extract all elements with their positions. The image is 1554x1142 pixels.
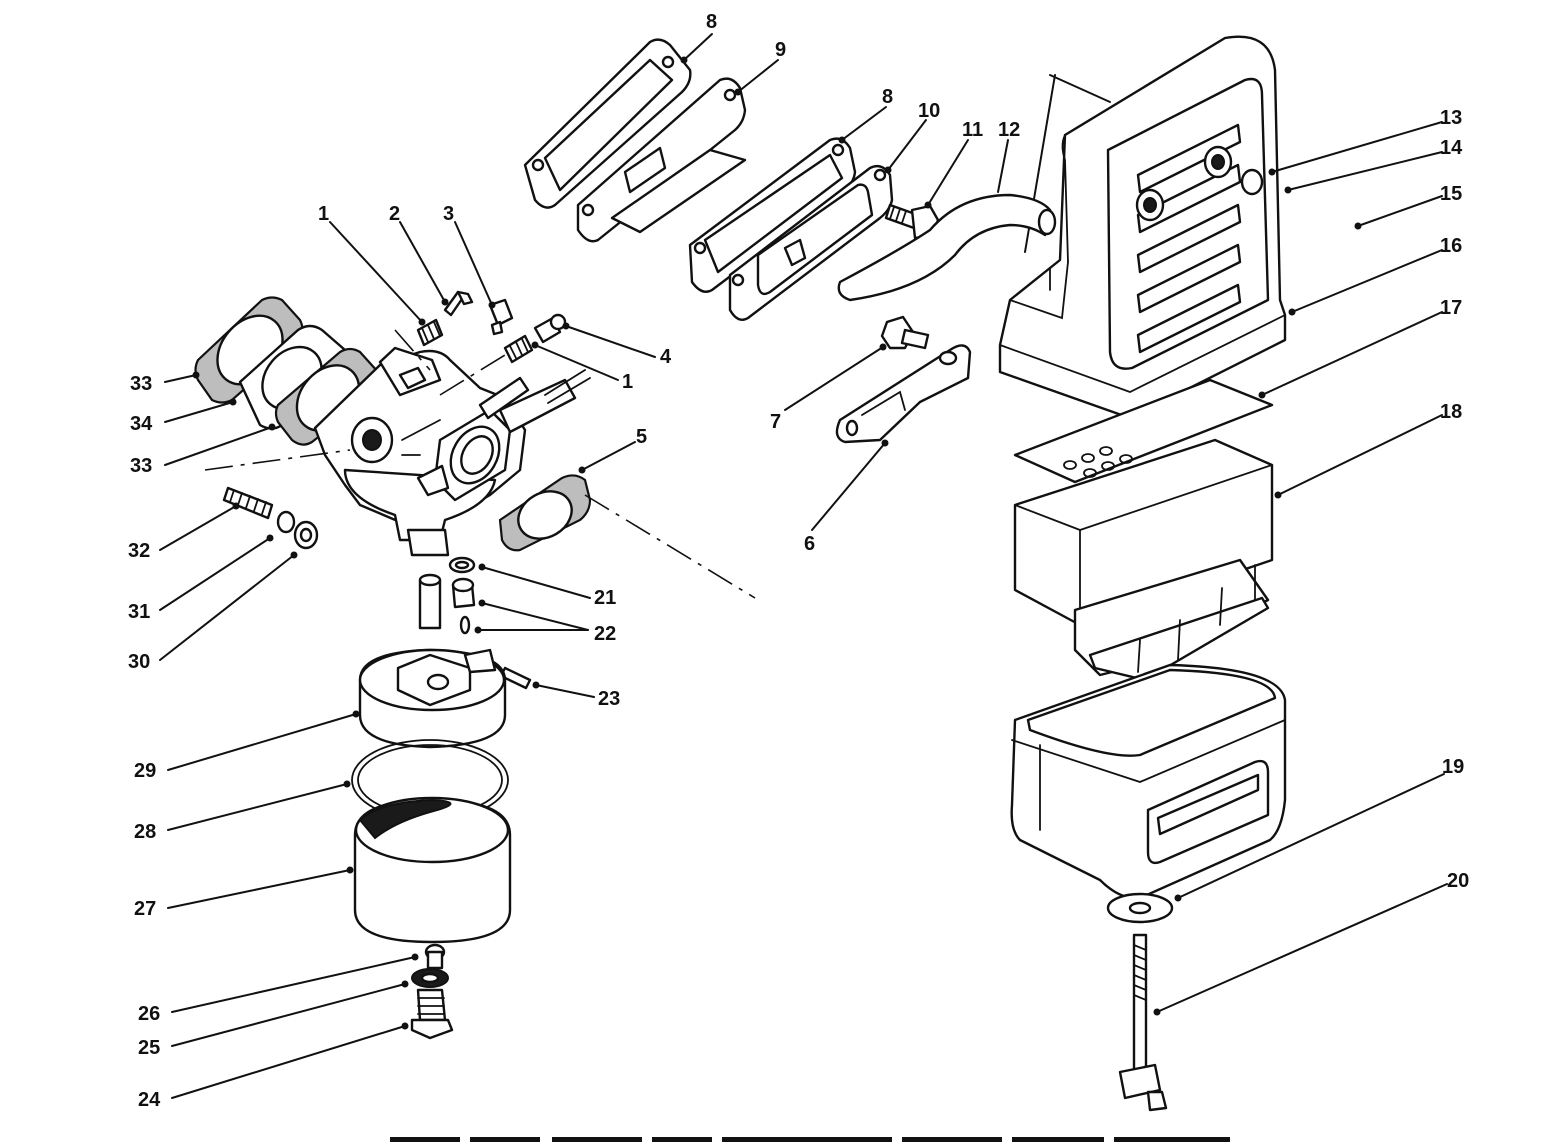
callout-14: 14 <box>1440 137 1463 159</box>
fitting-3 <box>488 298 514 336</box>
float-29 <box>358 648 507 749</box>
callout-33-outer: 33 <box>130 373 152 395</box>
jet-22 <box>451 577 476 635</box>
air-cleaner-base <box>1010 663 1287 900</box>
gasket-25 <box>411 968 449 988</box>
callout-3: 3 <box>443 203 454 225</box>
callout-13: 13 <box>1440 107 1462 129</box>
callout-labels: 8 9 8 10 11 12 13 14 15 16 17 18 19 20 1… <box>128 11 1469 1111</box>
spring-30 <box>293 520 319 550</box>
washer-21 <box>448 556 476 574</box>
callout-17: 17 <box>1440 297 1462 319</box>
stud-20 <box>1118 933 1168 1112</box>
callout-24: 24 <box>138 1089 161 1111</box>
callout-8-middle: 8 <box>882 86 893 108</box>
cover-ridge-line <box>1049 74 1111 103</box>
callout-32: 32 <box>128 540 150 562</box>
screw-26 <box>424 943 446 970</box>
screw-4 <box>533 313 567 344</box>
callout-7: 7 <box>770 411 781 433</box>
spring-1-upper <box>416 318 444 347</box>
callout-19: 19 <box>1442 756 1464 778</box>
callout-10: 10 <box>918 100 940 122</box>
washer-31 <box>276 510 296 534</box>
callout-5: 5 <box>636 426 647 448</box>
callout-28: 28 <box>134 821 156 843</box>
callout-9: 9 <box>775 39 786 61</box>
callout-25: 25 <box>138 1037 160 1059</box>
filter-base-plate <box>1073 558 1270 682</box>
screw-7 <box>880 315 930 350</box>
callout-4: 4 <box>660 346 672 368</box>
bracket-6 <box>835 344 972 444</box>
callout-20: 20 <box>1447 870 1469 892</box>
callout-22: 22 <box>594 623 616 645</box>
callout-2: 2 <box>389 203 400 225</box>
float-bowl-27 <box>353 796 512 944</box>
centerline-guides <box>204 329 756 599</box>
washer-19 <box>1106 892 1174 924</box>
cover-vent-slots <box>1136 123 1242 354</box>
plate-9 <box>576 77 747 243</box>
callout-33-inner: 33 <box>130 455 152 477</box>
callout-34: 34 <box>130 413 153 435</box>
callout-11: 11 <box>962 119 983 141</box>
cropped-caption-strip <box>0 1128 1554 1142</box>
callout-12: 12 <box>998 119 1020 141</box>
spring-1-lower <box>503 334 534 364</box>
callout-29: 29 <box>134 760 156 782</box>
nozzle <box>418 573 442 630</box>
callout-18: 18 <box>1440 401 1462 423</box>
callout-26: 26 <box>138 1003 160 1025</box>
gasket-5 <box>498 474 592 552</box>
callout-21: 21 <box>594 587 616 609</box>
callout-30: 30 <box>128 651 150 673</box>
cover-bolt-holes <box>1135 145 1264 222</box>
callout-31: 31 <box>128 601 150 623</box>
callout-6: 6 <box>804 533 815 555</box>
throttle-shaft <box>544 369 591 404</box>
callout-16: 16 <box>1440 235 1462 257</box>
carburetor-body <box>313 346 577 557</box>
callout-1-lower: 1 <box>622 371 633 393</box>
bolt-24 <box>410 988 454 1040</box>
needle-2 <box>443 290 474 317</box>
hose-12 <box>837 193 1057 302</box>
callout-23: 23 <box>598 688 620 710</box>
callout-1-upper: 1 <box>318 203 329 225</box>
callout-15: 15 <box>1440 183 1462 205</box>
callout-27: 27 <box>134 898 156 920</box>
gasket-8-upper <box>523 38 692 209</box>
pilot-screw-32 <box>222 486 274 520</box>
callout-leaders <box>159 33 1448 1099</box>
callout-8-upper: 8 <box>706 11 717 33</box>
